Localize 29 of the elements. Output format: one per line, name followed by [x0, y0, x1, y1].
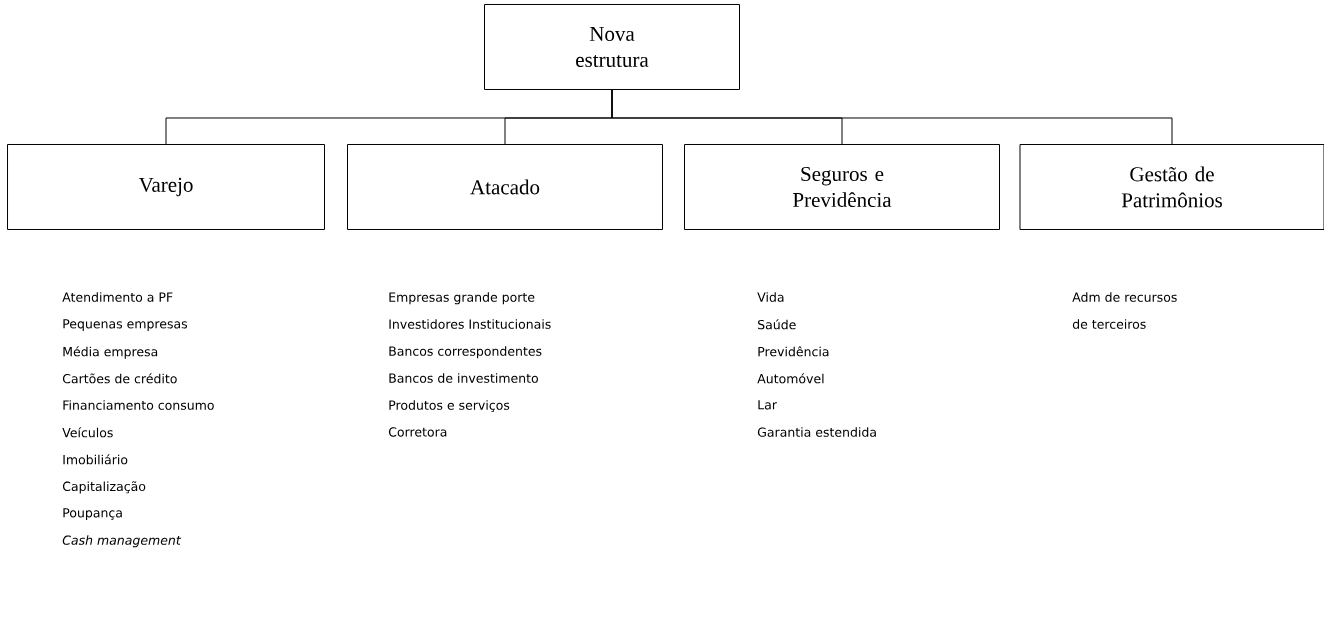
list-item: Empresas grande porte [389, 292, 535, 305]
list-item: Corretora [388, 427, 447, 437]
list-item: Investidores Institucionais [389, 319, 551, 329]
title-box: Nova estrutura [484, 4, 740, 90]
list-item: Bancos de investimento [389, 373, 538, 383]
list-item: Cartões de crédito [62, 373, 177, 384]
connector-line [611, 89, 1173, 145]
list-item: Poupança [63, 508, 122, 520]
list-item: Média empresa [63, 346, 158, 359]
category-box: Atacado [347, 144, 663, 230]
list-item: Cash management [62, 535, 182, 548]
list-item: Bancos correspondentes [389, 346, 542, 359]
list-item: Capitalização [62, 481, 146, 494]
list-item: Produtos e serviços [389, 400, 510, 413]
category-box: Gestão de Patrimônios [1019, 144, 1324, 230]
list-item: Pequenas empresas [63, 319, 188, 331]
list-item: Garantia estendida [757, 427, 876, 437]
category-box: Varejo [7, 144, 325, 230]
list-item: Imobiliário [63, 454, 128, 465]
list-item: Lar [758, 400, 777, 410]
list-item: Atendimento a PF [62, 292, 173, 302]
list-item: Automóvel [757, 373, 824, 384]
list-item: Adm de recursos de terceiros [1072, 292, 1177, 329]
list-item: Vida [757, 292, 784, 302]
list-item: Financiamento consumo [63, 400, 214, 410]
list-item: Saúde [758, 319, 796, 330]
category-box: Seguros e Previdência [684, 144, 1000, 230]
list-item: Previdência [758, 346, 829, 357]
list-item: Veículos [62, 427, 113, 438]
